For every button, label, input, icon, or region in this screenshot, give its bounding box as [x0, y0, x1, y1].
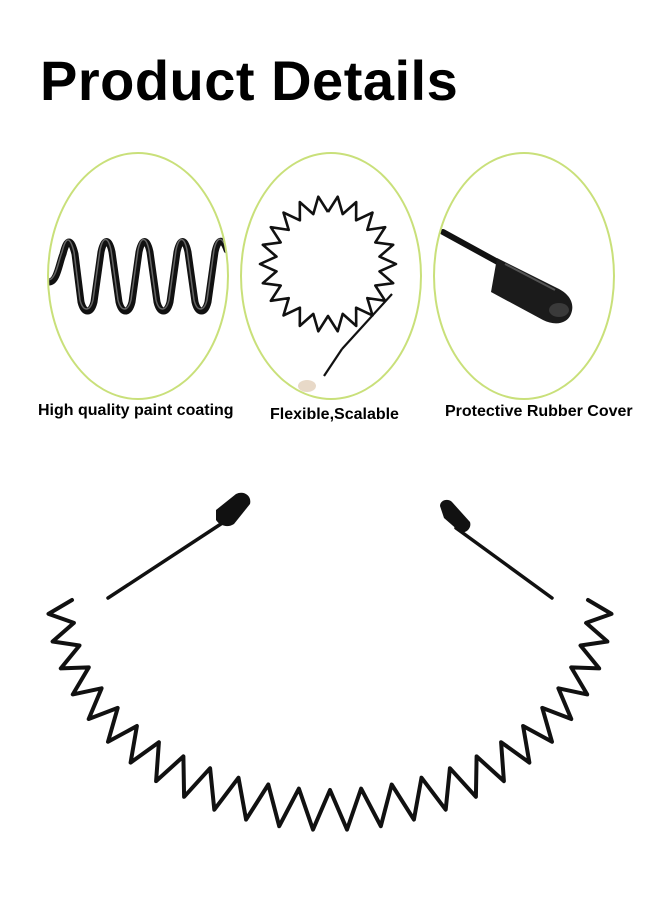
- wave-wire-closeup-icon: [49, 237, 227, 315]
- feature-image-rubber-cover: [433, 152, 615, 400]
- feature-caption-paint-coating: High quality paint coating: [38, 402, 234, 419]
- feature-caption-rubber-cover: Protective Rubber Cover: [445, 403, 633, 420]
- headband-product-image: [46, 492, 614, 832]
- rubber-tip-icon: [440, 229, 573, 324]
- flexible-coil-icon: [258, 195, 398, 392]
- feature-image-paint-coating: [47, 152, 229, 400]
- page-title: Product Details: [40, 49, 459, 112]
- feature-image-flexible: [240, 152, 422, 400]
- feature-caption-flexible: Flexible,Scalable: [270, 406, 399, 423]
